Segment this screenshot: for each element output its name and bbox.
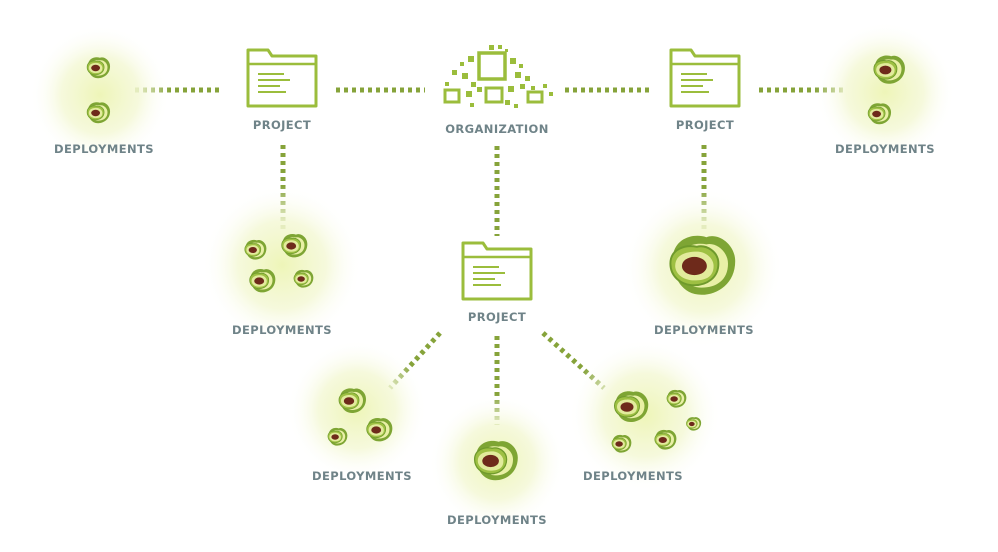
deployments-node-bottom-left[interactable]: DEPLOYMENTS	[312, 387, 412, 483]
project-node-center[interactable]: PROJECT	[461, 241, 533, 324]
deployments-node-mid-right[interactable]: DEPLOYMENTS	[654, 234, 754, 337]
deployments-node-bottom-center[interactable]: DEPLOYMENTS	[447, 440, 547, 527]
organization-label: ORGANIZATION	[445, 122, 549, 136]
deployments-node-top-right[interactable]: DEPLOYMENTS	[835, 54, 935, 156]
deployments-node-top-left[interactable]: DEPLOYMENTS	[54, 56, 154, 156]
project-label: PROJECT	[676, 118, 734, 132]
deployments-label: DEPLOYMENTS	[583, 469, 683, 483]
deployments-label: DEPLOYMENTS	[654, 323, 754, 337]
deployments-label: DEPLOYMENTS	[54, 142, 154, 156]
folder-icon	[461, 241, 533, 301]
deployments-node-mid-left[interactable]: DEPLOYMENTS	[232, 233, 332, 337]
deployments-label: DEPLOYMENTS	[447, 513, 547, 527]
organization-node[interactable]: ORGANIZATION	[443, 45, 553, 136]
folder-icon	[246, 48, 318, 108]
deployments-label: DEPLOYMENTS	[312, 469, 412, 483]
project-label: PROJECT	[253, 118, 311, 132]
deployments-node-bottom-right[interactable]: DEPLOYMENTS	[583, 389, 702, 483]
project-label: PROJECT	[468, 310, 526, 324]
deployments-label: DEPLOYMENTS	[835, 142, 935, 156]
project-node-left[interactable]: PROJECT	[246, 48, 318, 132]
connector-project-center-deployments-right	[541, 331, 606, 390]
deployments-label: DEPLOYMENTS	[232, 323, 332, 337]
folder-icon	[669, 48, 741, 108]
organization-pixel-icon	[443, 45, 553, 108]
project-node-right[interactable]: PROJECT	[669, 48, 741, 132]
